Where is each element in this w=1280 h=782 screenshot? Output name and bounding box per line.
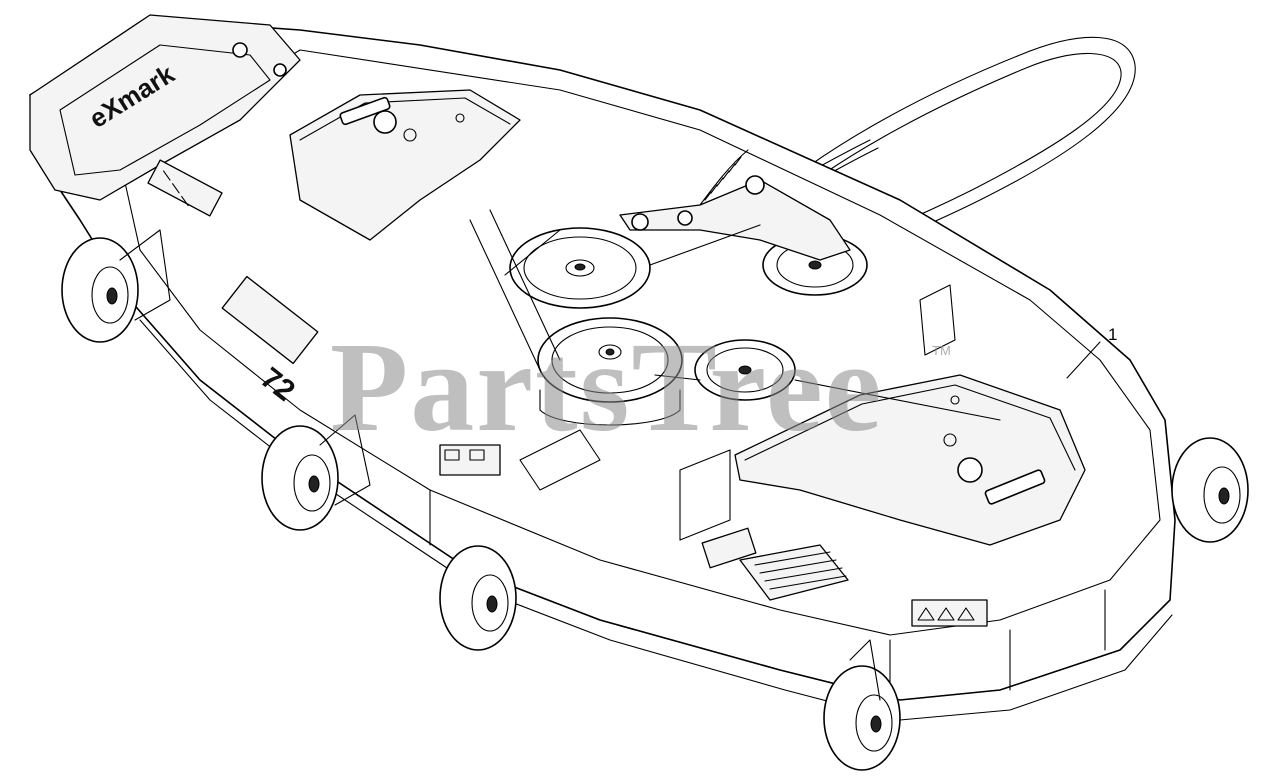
warning-decals: 72 xyxy=(147,159,988,627)
caster-wheel-right xyxy=(1171,437,1249,543)
caster-wheel-front-left xyxy=(439,545,517,651)
watermark-trademark: TM xyxy=(932,343,951,358)
watermark: PartsTree TM xyxy=(330,316,951,458)
rear-belt-cover: eXmark xyxy=(29,14,301,201)
idler-pulley xyxy=(694,339,796,401)
front-brackets xyxy=(519,284,956,541)
left-rear-pulley xyxy=(509,227,651,309)
right-spindle-cover xyxy=(734,374,1086,546)
left-spindle-cover xyxy=(289,89,521,241)
watermark-text: PartsTree xyxy=(330,316,883,458)
callout-label: 1 xyxy=(1108,325,1117,344)
caster-wheel-front-center xyxy=(823,639,901,771)
grate-decal xyxy=(739,544,849,601)
center-pulley xyxy=(537,317,683,426)
spindle-belt xyxy=(469,209,1001,421)
caster-wheel-rear-left xyxy=(61,229,171,343)
caster-wheel-mid-left xyxy=(261,414,371,531)
idler-arm-assembly xyxy=(619,149,851,261)
callout-1: 1 xyxy=(1066,325,1117,379)
